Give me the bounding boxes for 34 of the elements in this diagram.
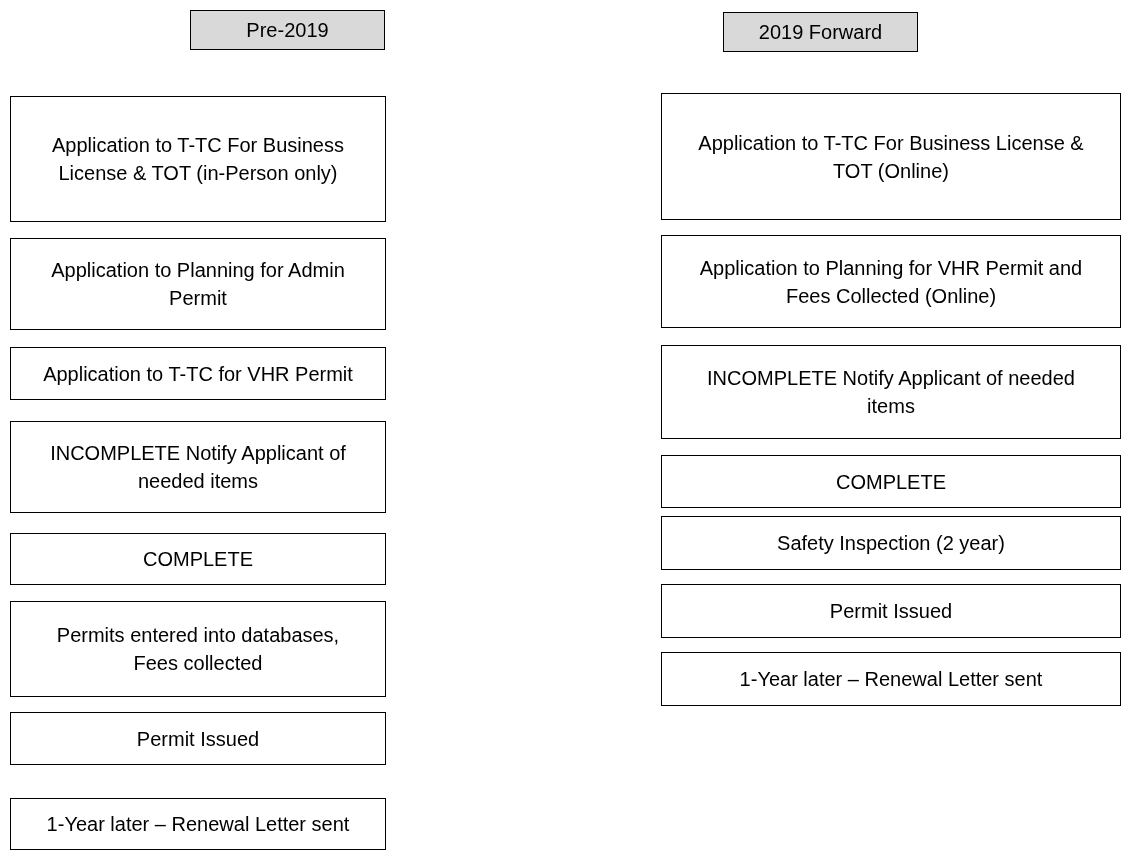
process-box: [661, 235, 1121, 328]
step-text: Application to T-TC For Business License & TOT (in-Person only): [51, 133, 345, 186]
process-box: [10, 798, 386, 850]
step-text: Application to Planning for Admin Permit: [50, 258, 346, 311]
header-box: [190, 10, 385, 50]
process-box: [661, 93, 1121, 220]
column-heading: Pre-2019: [246, 18, 329, 43]
process-box: [661, 584, 1121, 638]
step-text: INCOMPLETE Notify Applicant of needed items: [49, 441, 347, 494]
step-text: Application to Planning for VHR Permit and Fees Collected (Online): [698, 255, 1084, 309]
process-box: [10, 347, 386, 400]
process-box: [10, 601, 386, 697]
step-text: Permit Issued: [829, 599, 953, 624]
step-text: INCOMPLETE Notify Applicant of needed items: [706, 366, 1076, 419]
process-box: [661, 345, 1121, 439]
process-box: [661, 455, 1121, 508]
process-box: [10, 238, 386, 330]
step-text: Application to T-TC For Business License & TOT (Online): [697, 130, 1085, 184]
step-text: Permits entered into databases, Fees collected: [55, 623, 341, 676]
process-box: [10, 96, 386, 222]
step-text: Safety Inspection (2 year): [777, 531, 1005, 556]
process-box: [10, 533, 386, 585]
step-text: 1-Year later – Renewal Letter sent: [46, 812, 350, 837]
step-text: 1-Year later – Renewal Letter sent: [739, 667, 1043, 692]
process-box: [661, 516, 1121, 570]
header-box: [723, 12, 918, 52]
process-box: [10, 421, 386, 513]
step-text: Permit Issued: [136, 726, 260, 752]
step-text: COMPLETE: [836, 469, 946, 495]
step-text: Application to T-TC for VHR Permit: [43, 361, 353, 387]
step-text: COMPLETE: [143, 547, 253, 572]
process-box: [10, 712, 386, 765]
column-heading: 2019 Forward: [758, 20, 883, 45]
process-box: [661, 652, 1121, 706]
